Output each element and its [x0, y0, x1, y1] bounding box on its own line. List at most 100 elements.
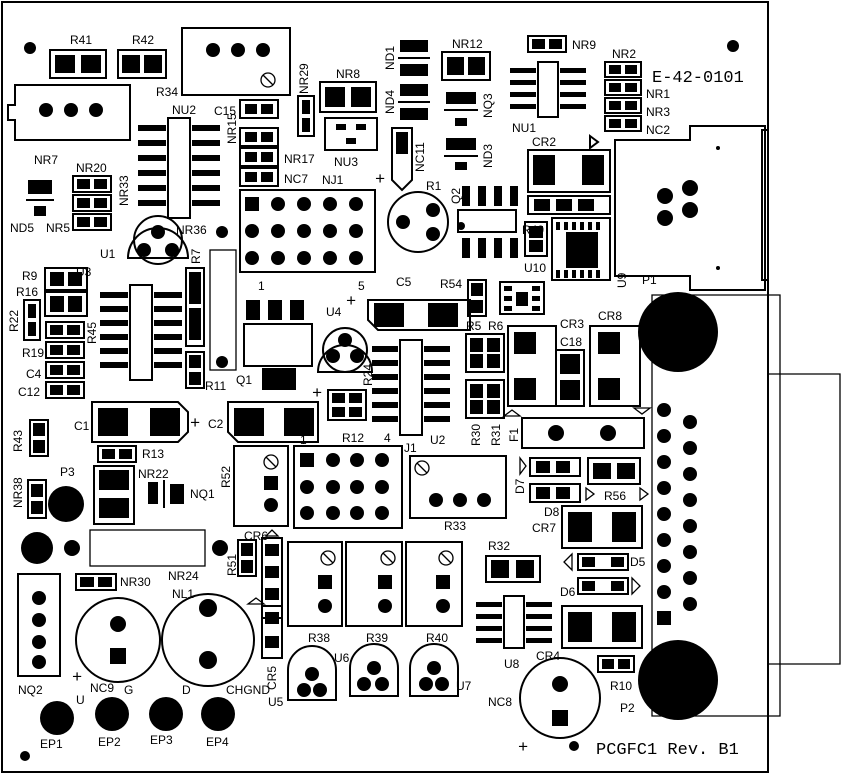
label-r49: R49 — [522, 223, 544, 237]
label-r9: R9 — [22, 269, 38, 283]
label-cr4: CR4 — [536, 649, 560, 663]
label-u1: U1 — [100, 247, 116, 261]
component-r13 — [97, 445, 137, 463]
label-r16: R16 — [16, 285, 38, 299]
component-r10 — [597, 655, 635, 673]
component-cr4 — [561, 605, 643, 649]
component-nr22 — [93, 465, 135, 525]
label-p2: P2 — [620, 701, 635, 715]
label-pin5: 5 — [358, 279, 365, 293]
label-q2: Q2 — [449, 188, 463, 204]
component-r34 — [181, 27, 291, 96]
component-c18 — [555, 349, 585, 407]
label-r12: R12 — [342, 431, 364, 445]
label-ep3: EP3 — [150, 733, 173, 747]
label-u4: U4 — [326, 305, 342, 319]
label-r56: R56 — [604, 489, 626, 503]
label-u5: U5 — [268, 695, 284, 709]
component-r51 — [237, 539, 257, 577]
component-u7 — [409, 643, 459, 697]
label-c15: C15 — [214, 104, 236, 118]
board-outline — [1, 1, 769, 773]
label-c2: C2 — [208, 417, 224, 431]
label-c5: C5 — [396, 275, 412, 289]
label-u2: U2 — [430, 433, 446, 447]
label-cr6: CR6 — [244, 529, 268, 543]
label-r1: R1 — [426, 179, 442, 193]
label-p3: P3 — [60, 465, 75, 479]
label-nr17: NR17 — [284, 152, 315, 166]
label-pin4: 4 — [384, 431, 391, 445]
label-nc11: NC11 — [413, 142, 427, 172]
mounting-hole-br — [569, 741, 579, 751]
label-chgnd: CHGND — [226, 683, 270, 697]
component-r52 — [233, 445, 289, 527]
component-r1 — [387, 191, 465, 253]
label-r38: R38 — [308, 631, 330, 645]
component-d8 — [529, 483, 581, 503]
label-nr2: NR2 — [612, 47, 636, 61]
label-nd1: ND1 — [383, 46, 397, 70]
component-nr30 — [75, 573, 117, 591]
label-nq3: NQ3 — [481, 93, 495, 118]
label-nj1: NJ1 — [322, 173, 344, 187]
label-nq1: NQ1 — [190, 487, 215, 501]
label-nc9: NC9 — [90, 681, 114, 695]
component-nr7 — [7, 84, 131, 141]
connector-p1 — [614, 125, 769, 291]
component-u6 — [349, 643, 399, 697]
label-cr7: CR7 — [532, 521, 556, 535]
component-nr9 — [527, 35, 567, 53]
polarity-plus-r1: + — [375, 171, 385, 190]
label-r13: R13 — [142, 447, 164, 461]
component-u3 — [100, 284, 182, 381]
label-r11: R11 — [205, 379, 226, 393]
component-nj1 — [239, 189, 376, 273]
component-nq3 — [444, 92, 478, 126]
component-q2 — [457, 186, 518, 258]
label-nr29: NR29 — [297, 63, 311, 94]
component-nc7 — [239, 167, 279, 187]
label-nl1: NL1 — [172, 587, 194, 601]
label-r5: R5 — [466, 319, 482, 333]
label-nr9: NR9 — [572, 38, 596, 52]
label-nr24: NR24 — [168, 569, 199, 583]
label-nq2: NQ2 — [18, 683, 43, 697]
component-j1 — [293, 445, 403, 529]
label-f1: F1 — [507, 428, 521, 442]
label-r30: R30 — [469, 424, 483, 446]
component-r30-r31 — [465, 379, 505, 419]
label-c12: C12 — [18, 385, 40, 399]
component-r24 — [327, 389, 367, 421]
label-q1: Q1 — [236, 373, 252, 387]
component-r9 — [44, 267, 88, 291]
component-d5 — [563, 552, 629, 572]
label-r6: R6 — [488, 319, 504, 333]
label-d7: D7 — [513, 478, 527, 494]
component-r40 — [405, 541, 463, 627]
component-cr3 — [507, 325, 557, 407]
component-c5 — [367, 299, 471, 331]
label-ep2: EP2 — [98, 735, 121, 749]
component-p3 — [48, 486, 84, 522]
component-nc11 — [391, 127, 413, 192]
connector-p2-body — [651, 294, 781, 717]
component-nd4 — [398, 84, 430, 120]
label-nr38: NR38 — [11, 477, 25, 508]
label-r45: R45 — [85, 322, 99, 344]
component-nq1 — [148, 480, 184, 508]
label-r10: R10 — [610, 679, 632, 693]
connector-outline-right — [768, 373, 841, 665]
component-nc9 — [75, 597, 161, 683]
label-r24: R24 — [361, 364, 375, 386]
label-p1: P1 — [642, 273, 657, 287]
polarity-plus-nc8: + — [518, 739, 528, 758]
component-r43 — [29, 419, 49, 457]
polarity-plus-c1: + — [190, 415, 200, 434]
component-u2 — [372, 339, 450, 436]
label-nr12: NR12 — [452, 37, 483, 51]
label-r40: R40 — [426, 631, 448, 645]
label-nr7: NR7 — [34, 153, 58, 167]
component-nq2 — [17, 573, 61, 677]
